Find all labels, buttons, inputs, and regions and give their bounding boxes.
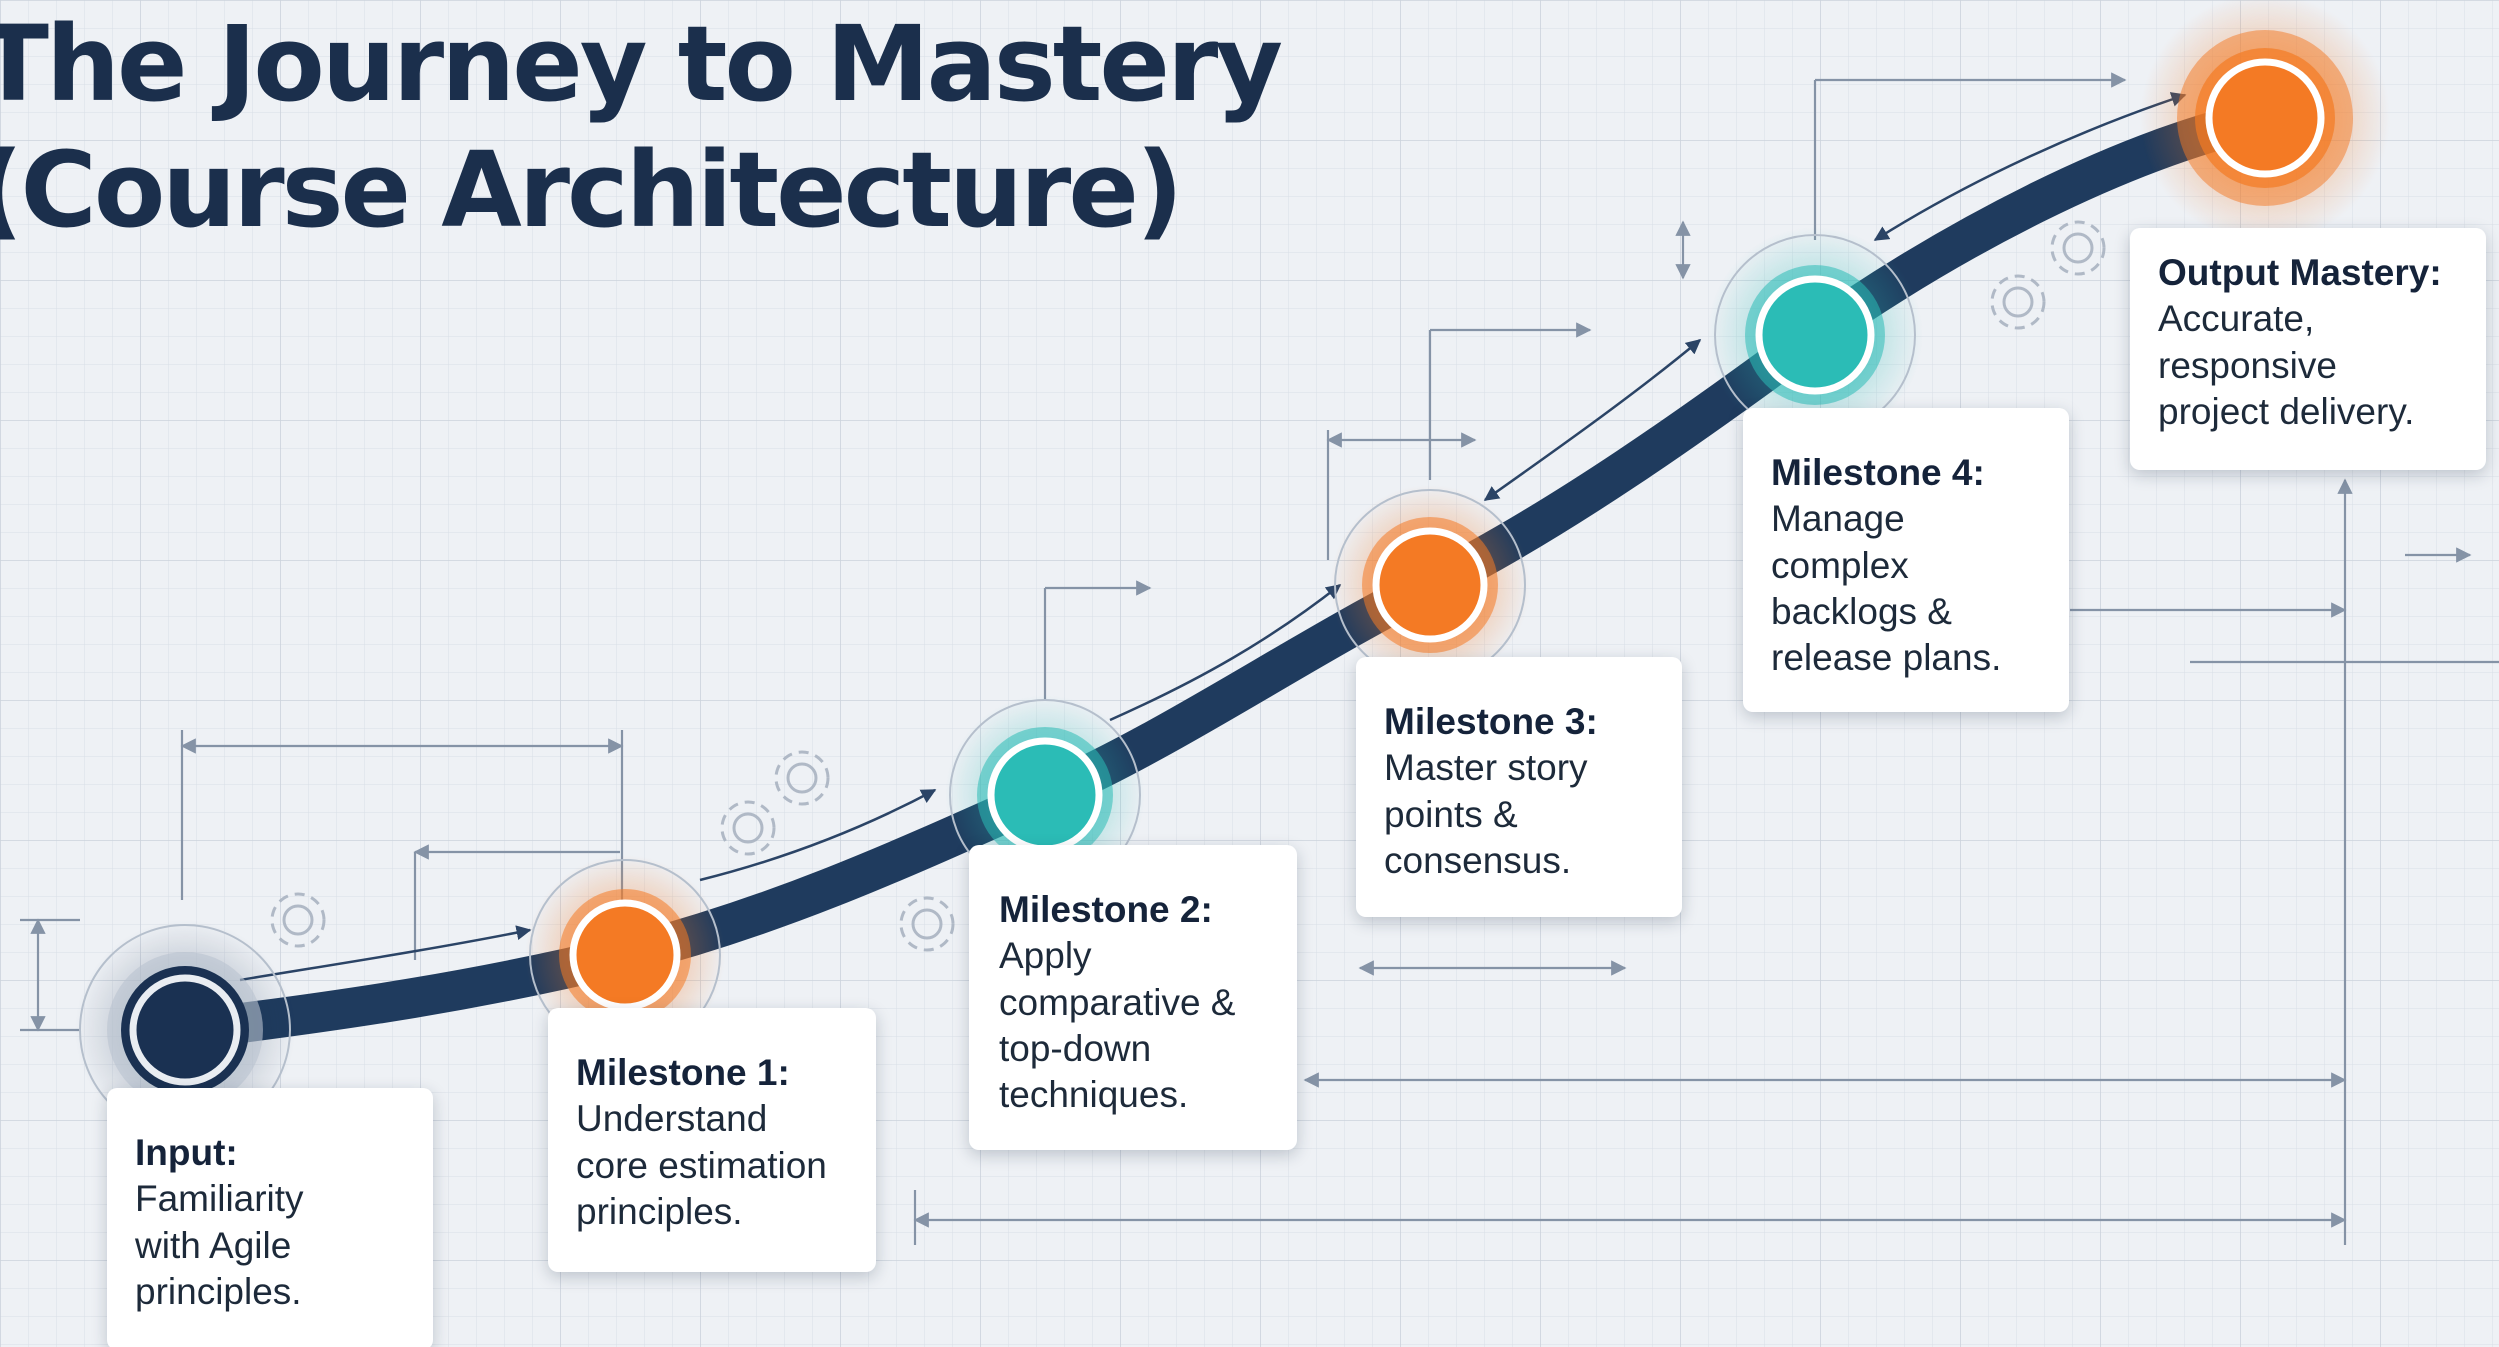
stage-description: Familiarity with Agile principles. (135, 1178, 304, 1312)
node-milestone-1 (525, 855, 725, 1055)
stage-card-milestone-2: Milestone 2: Apply comparative & top-dow… (969, 845, 1297, 1150)
stage-title: Milestone 2: (999, 889, 1213, 930)
stage-card-milestone-4: Milestone 4: Manage complex backlogs & r… (1743, 408, 2069, 712)
stage-description: Master story points & consensus. (1384, 747, 1588, 881)
stage-card-milestone-1: Milestone 1: Understand core estimation … (548, 1008, 876, 1272)
node-input (75, 920, 295, 1140)
stage-description: Understand core estimation principles. (576, 1098, 827, 1232)
stage-card-input: Input: Familiarity with Agile principles… (107, 1088, 433, 1347)
stage-description: Manage complex backlogs & release plans. (1771, 498, 2002, 678)
page-title-line-1: The Journey to Mastery (0, 3, 1283, 125)
node-milestone-3 (1330, 485, 1530, 685)
stage-card-output: Output Mastery: Accurate, responsive pro… (2130, 228, 2486, 470)
stage-title: Output Mastery: (2158, 252, 2442, 293)
page-title-line-2: (Course Architecture) (0, 129, 1183, 251)
stage-title: Milestone 3: (1384, 701, 1598, 742)
stage-title: Input: (135, 1132, 238, 1173)
stage-title: Milestone 4: (1771, 452, 1985, 493)
stage-description: Apply comparative & top-down techniques. (999, 935, 1236, 1115)
dimension-lines (20, 72, 2499, 1245)
node-milestone-4 (1707, 227, 1923, 443)
stage-card-milestone-3: Milestone 3: Master story points & conse… (1356, 657, 1682, 917)
stage-description: Accurate, responsive project delivery. (2158, 298, 2415, 432)
node-output (2140, 0, 2390, 243)
stage-title: Milestone 1: (576, 1052, 790, 1093)
